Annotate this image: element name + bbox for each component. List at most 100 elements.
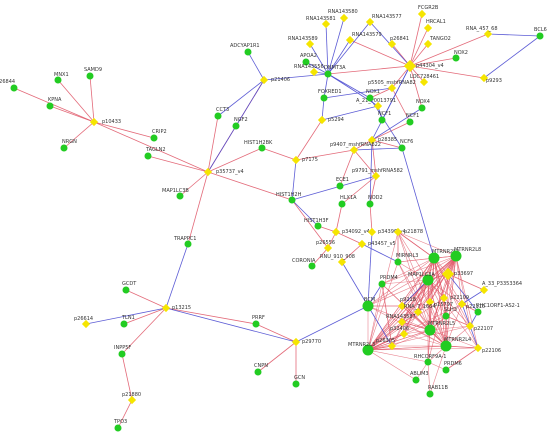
node-p44304_v4[interactable]: p44304_v4 [403, 59, 444, 73]
node-rna143587[interactable]: RNA143587 [386, 314, 416, 327]
node-nox4[interactable]: NOX4 [416, 99, 430, 112]
node-hlx1a[interactable]: HLX1A [338, 195, 358, 208]
node-hrcal1[interactable]: HRCAL1 [423, 19, 446, 33]
node-hist1h3f[interactable]: HIST1H3F [304, 218, 329, 230]
node-p21878[interactable]: p21878 [393, 227, 423, 237]
node-p26305[interactable]: p26305 [376, 338, 397, 351]
node-trappc1[interactable]: TRAPPC1 [173, 236, 196, 248]
node-rna143556[interactable]: RNA143556 [294, 64, 324, 77]
node-ece1[interactable]: ECE1 [336, 177, 349, 190]
node-rna143580[interactable]: RNA143580 [328, 9, 358, 23]
node-nod2[interactable]: NOD2 [366, 195, 383, 208]
node-rhc1orf1as21[interactable]: RHC1ORF1-AS2-1 [474, 303, 520, 316]
node-nox1[interactable]: NOX1 [366, 89, 380, 102]
node-mtrnr2l4[interactable]: MTRNR2L4 [440, 337, 472, 352]
node-mtrnr2l2[interactable]: MTRNR2L2 [428, 249, 460, 264]
node-p5505_mshfrna82[interactable]: p5505_mshfRNA82 [368, 80, 416, 93]
node-fcgr2b[interactable]: FCGR2B [417, 5, 439, 19]
node-a_21_p0013791[interactable]: A_21_P0013791 [356, 98, 396, 111]
node-p34396_v4[interactable]: p34396_v4 [367, 227, 406, 237]
node-bcm[interactable]: BCM [362, 297, 376, 312]
node-p22109[interactable]: p22109 [439, 293, 469, 303]
node-map1lc3b[interactable]: MAP1LC3B [162, 188, 189, 200]
node-mtrnr2l5[interactable]: MTRNR2L5 [424, 321, 456, 336]
node-tango2[interactable]: TANGO2 [423, 36, 451, 49]
node-map1lc3a[interactable]: MAP1LC3A [408, 272, 435, 286]
node-rna_7_1664[interactable]: RNA_7_1664 [404, 304, 436, 317]
node-rna143581[interactable]: RNA143581 [306, 16, 336, 29]
node-p9791_mshfrna582[interactable]: p9791_mshfRNA582 [352, 168, 403, 181]
node-p32406[interactable]: p32406 [390, 326, 409, 339]
node-nox2[interactable]: NOX2 [452, 50, 468, 62]
node-ncf1[interactable]: NCF1 [406, 113, 419, 126]
node-ngf2[interactable]: NGF2 [232, 117, 248, 130]
node-cct3[interactable]: CCT3 [214, 107, 230, 120]
node-slh3[interactable]: SLH3 [442, 307, 457, 320]
node-ablim3[interactable]: ABLIM3 [410, 371, 429, 384]
node-mirnrl3[interactable]: MIRNRL3 [394, 253, 419, 266]
node-rnu_910_908[interactable]: RNU_910_908 [320, 254, 355, 267]
node-rna143589[interactable]: RNA143589 [288, 36, 318, 49]
node-p35737_v4[interactable]: p35737_v4 [203, 167, 244, 177]
node-crip2[interactable]: CRIP2 [150, 129, 167, 142]
node-label: RHCORF9A-1 [414, 354, 447, 360]
node-p22106[interactable]: p22106 [473, 343, 501, 354]
node-samd9[interactable]: SAMD9 [84, 67, 102, 80]
node-coronia[interactable]: CORONIA [292, 258, 316, 270]
node-p22110[interactable]: p22110 [457, 299, 485, 310]
node-inpp5f[interactable]: INPP5F [114, 345, 131, 358]
node-p9407_mshfrna822[interactable]: p9407_mshfRNA822 [330, 142, 381, 155]
negative-edge [321, 105, 379, 121]
node-foxred1[interactable]: FOXRED1 [318, 89, 342, 102]
node-nrgn[interactable]: NRGN [60, 139, 78, 152]
node-p13215[interactable]: p13215 [161, 303, 191, 313]
node-p9218[interactable]: p9218 [397, 297, 416, 311]
node-ncf1b[interactable]: NCF1 [378, 111, 391, 124]
node-hist1h2h[interactable]: HIST1H2H [276, 192, 302, 204]
node-mnx1[interactable]: MNX1 [54, 72, 69, 84]
node-mtrnr2l3[interactable]: MTRNR2L3 [348, 342, 375, 356]
node-p26844[interactable]: p26844 [0, 79, 18, 92]
node-p21880[interactable]: p21880 [122, 392, 141, 405]
node-p43457_v5[interactable]: p43457_v5 [357, 239, 396, 249]
node-loc728461[interactable]: LOC728461 [410, 74, 439, 87]
node-dnmt3a[interactable]: DNMT3A [324, 65, 346, 78]
node-rhcorf9a1[interactable]: RHCORF9A-1 [414, 354, 447, 366]
node-adcyap1r1[interactable]: ADCYAP1R1 [230, 43, 260, 56]
node-p9293[interactable]: p9293 [479, 73, 502, 84]
node-gcn[interactable]: GCN [292, 375, 306, 388]
node-p33697[interactable]: p33697 [441, 267, 473, 281]
node-apoa2[interactable]: APOA2 [300, 53, 317, 66]
node-p21406[interactable]: p21406 [259, 75, 290, 85]
node-rna143579[interactable]: RNA143579 [345, 32, 382, 45]
node-p29770[interactable]: p29770 [291, 337, 321, 347]
node-p5294[interactable]: p5294 [317, 115, 344, 125]
node-rna143577[interactable]: RNA143577 [365, 14, 402, 27]
node-rab11b[interactable]: RAB11B [426, 385, 449, 398]
node-hist1h2bk[interactable]: HIST1H2BK [244, 140, 273, 152]
node-p15797[interactable]: p15797 [425, 297, 453, 308]
node-tpo3[interactable]: TPO3 [113, 419, 127, 432]
node-p22107[interactable]: p22107 [465, 321, 493, 332]
node-kpna[interactable]: KPNA [46, 97, 63, 110]
node-prdm6[interactable]: PRDM6 [442, 361, 462, 374]
node-label: p9791_mshfRNA582 [352, 168, 403, 174]
node-prrf[interactable]: PRRF [252, 315, 265, 328]
node-tagln2[interactable]: TAGLN2 [144, 147, 166, 160]
node-p7175[interactable]: p7175 [291, 155, 318, 165]
node-ncf6[interactable]: NCF6 [398, 139, 414, 152]
node-p26841[interactable]: p26841 [387, 36, 409, 49]
node-prdm4[interactable]: PRDM4 [378, 275, 398, 288]
node-cnpn[interactable]: CNPN [254, 363, 268, 376]
node-bcl6[interactable]: BCL6 [534, 27, 547, 40]
node-p26614[interactable]: p26614 [74, 316, 93, 329]
node-tln1[interactable]: TLN1 [120, 315, 135, 328]
node-rna_457_68[interactable]: RNA_457_68 [466, 26, 498, 39]
node-p34092_v4[interactable]: p34092_v4 [331, 227, 370, 237]
node-gcdt[interactable]: GCDT [122, 281, 137, 294]
node-a_33_p3353364[interactable]: A_33_P3353364 [479, 281, 522, 295]
node-p26556[interactable]: p26556 [316, 240, 335, 253]
node-mtrnr2l8[interactable]: MTRNR2L8 [450, 247, 482, 262]
node-p28385[interactable]: p28385 [367, 135, 397, 145]
node-p10433[interactable]: p10433 [89, 117, 121, 127]
